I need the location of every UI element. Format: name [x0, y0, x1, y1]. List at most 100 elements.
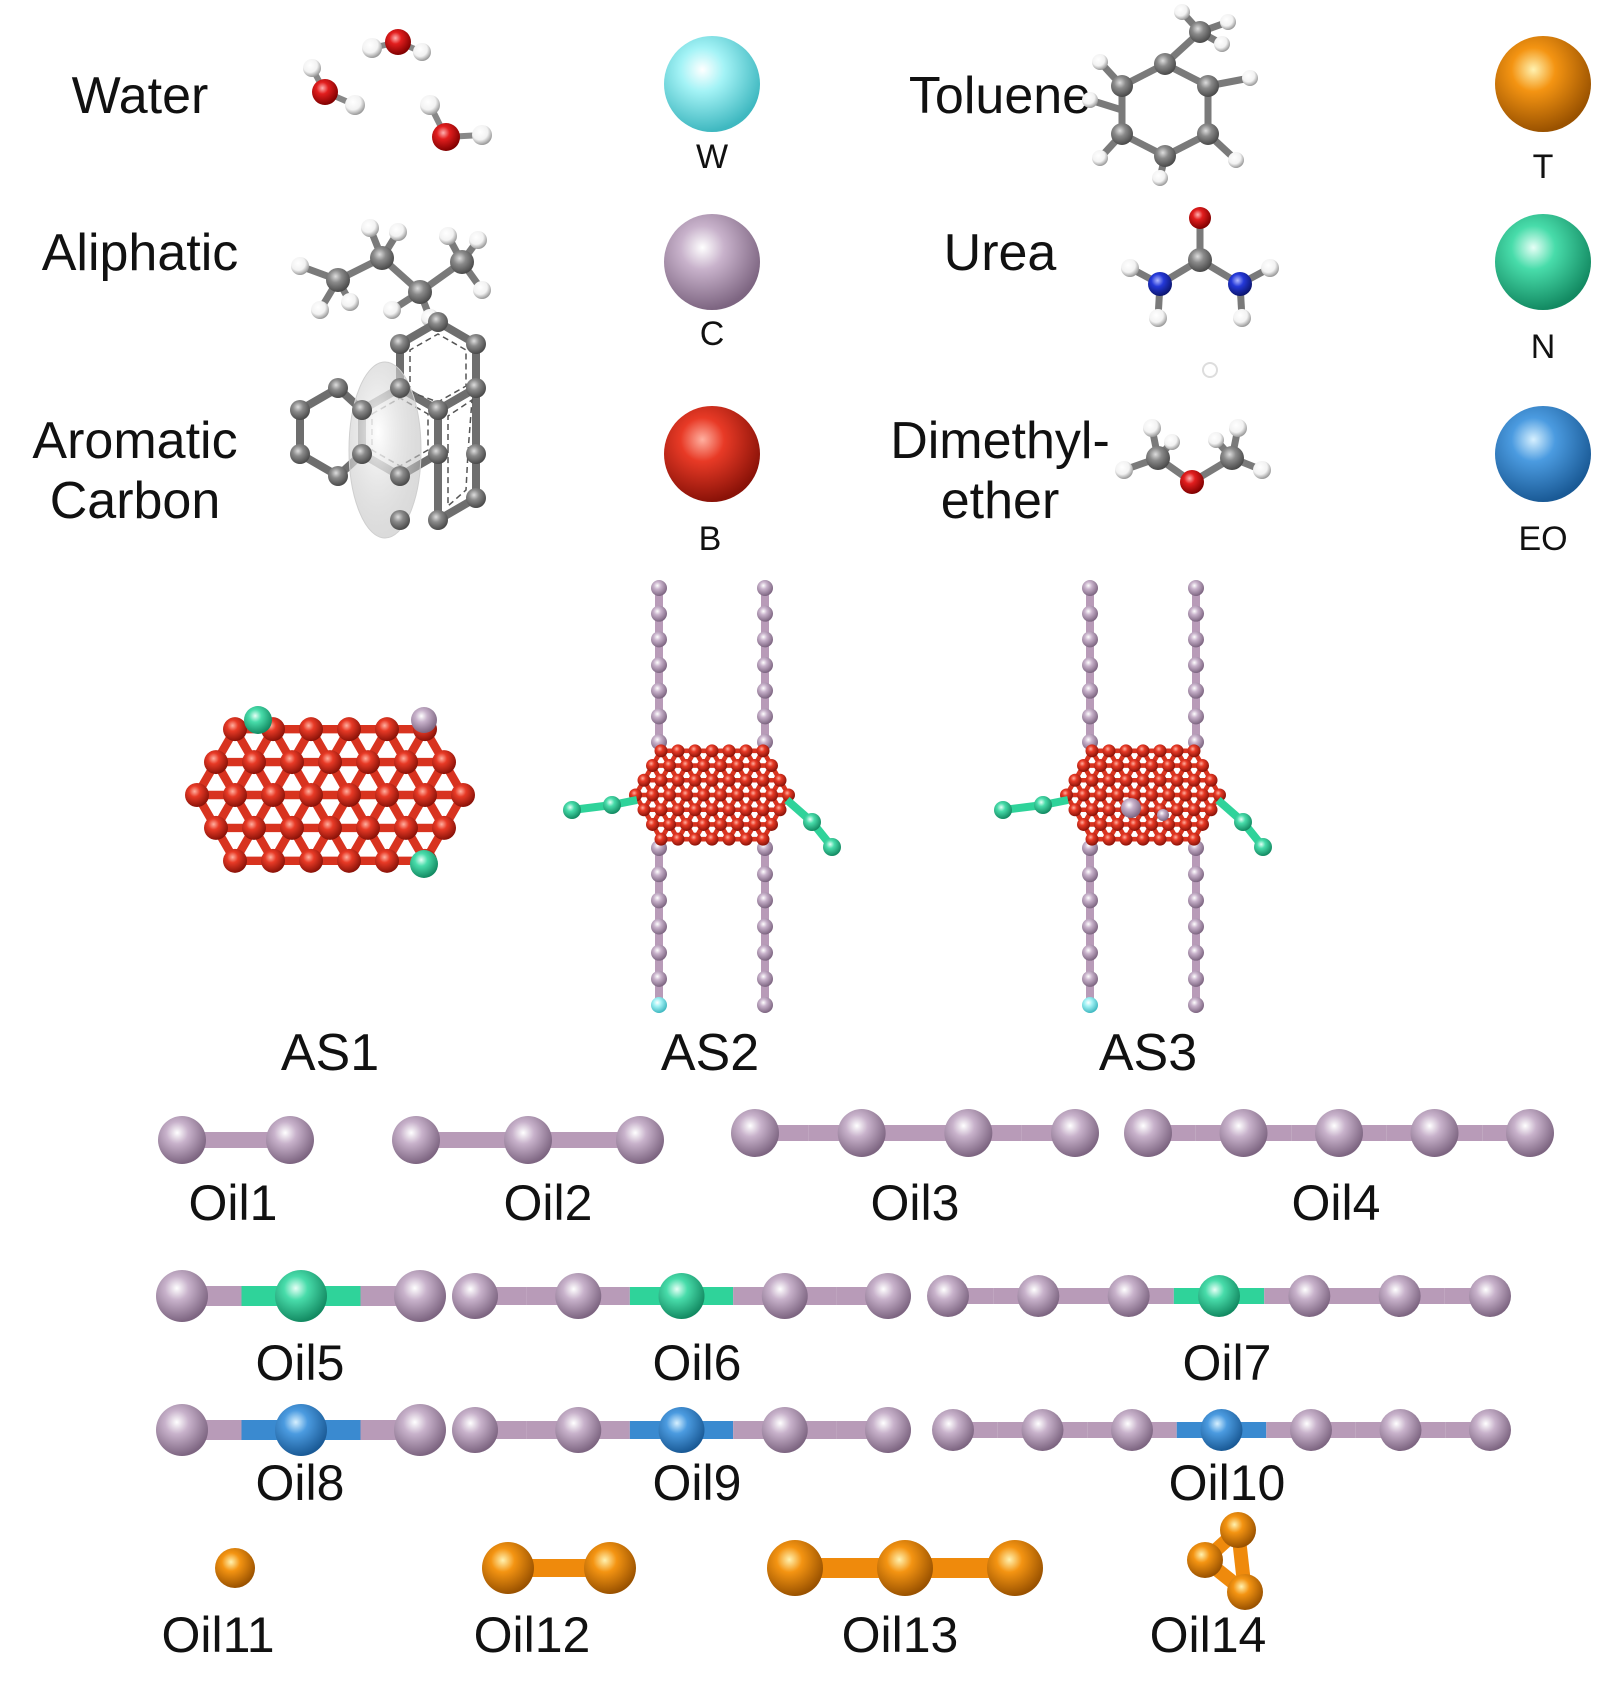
- bead: [1128, 817, 1141, 831]
- bead: [1034, 796, 1052, 814]
- bead: [1469, 1275, 1511, 1317]
- as1-label: AS1: [281, 1024, 379, 1082]
- bead: [280, 750, 304, 775]
- bead-t-icon: [1495, 36, 1591, 132]
- bead: [1136, 773, 1150, 787]
- bead-b-icon: [664, 406, 760, 502]
- bead: [242, 815, 266, 840]
- bead: [356, 815, 380, 840]
- bead: [651, 631, 667, 648]
- bead: [299, 783, 323, 807]
- bead: [944, 1109, 993, 1157]
- bead: [1077, 759, 1090, 773]
- bead: [756, 773, 770, 787]
- bead: [688, 773, 702, 787]
- bead: [375, 848, 399, 873]
- bead: [394, 815, 418, 840]
- bead: [773, 773, 787, 787]
- oil1-label: Oil1: [189, 1175, 278, 1231]
- bead: [1188, 892, 1204, 909]
- bead: [1082, 605, 1098, 622]
- bead: [1204, 773, 1218, 787]
- bead: [555, 1273, 602, 1319]
- bead: [411, 707, 437, 733]
- oil8-label: Oil8: [256, 1455, 345, 1511]
- bead: [156, 1404, 208, 1456]
- bead: [651, 580, 667, 596]
- bead: [452, 1273, 498, 1319]
- legend-name-aromatic-line2: Carbon: [50, 472, 221, 530]
- bead: [1153, 832, 1167, 846]
- bead: [757, 866, 773, 883]
- bead: [651, 708, 667, 725]
- bead: [223, 783, 247, 807]
- oil4-label: Oil4: [1292, 1175, 1381, 1231]
- legend-code-c: C: [700, 315, 725, 353]
- bead: [714, 759, 727, 773]
- bead: [1085, 803, 1099, 817]
- bead: [392, 1116, 440, 1164]
- bead: [394, 1404, 446, 1456]
- bead-n-icon: [1495, 214, 1591, 310]
- bead: [765, 817, 778, 831]
- bead: [1082, 866, 1098, 883]
- bead: [823, 838, 841, 856]
- bead: [1068, 773, 1082, 787]
- bead: [1506, 1109, 1554, 1157]
- bead: [1290, 1409, 1332, 1451]
- bead: [1102, 832, 1116, 846]
- bead: [654, 803, 668, 817]
- bead: [452, 1407, 498, 1453]
- bead: [748, 759, 761, 773]
- bead: [767, 1540, 823, 1596]
- bead: [299, 848, 323, 873]
- bead: [1179, 759, 1192, 773]
- oil7-label: Oil7: [1183, 1335, 1272, 1391]
- as3-label: AS3: [1099, 1024, 1197, 1082]
- bead: [185, 783, 209, 807]
- bead: [757, 892, 773, 909]
- bead: [739, 832, 753, 846]
- bead: [204, 750, 228, 775]
- bead: [865, 1273, 911, 1319]
- bead-w-icon: [664, 36, 760, 132]
- legend-code-b: B: [699, 520, 722, 558]
- bead: [697, 817, 710, 831]
- bead: [1188, 682, 1204, 699]
- bead: [739, 744, 753, 758]
- bead: [651, 944, 667, 961]
- oil14-label: Oil14: [1150, 1607, 1267, 1663]
- bead: [1200, 1409, 1243, 1451]
- bead: [603, 796, 621, 814]
- bead: [1410, 1109, 1459, 1157]
- as2-structure: [563, 580, 841, 1013]
- bead: [1188, 605, 1204, 622]
- bead: [410, 850, 438, 878]
- legend-name-water: Water: [72, 67, 209, 125]
- bead: [1187, 803, 1201, 817]
- bead: [671, 773, 685, 787]
- bead: [555, 1407, 602, 1453]
- bead: [1077, 788, 1090, 802]
- bead: [1188, 944, 1204, 961]
- bead: [688, 744, 702, 758]
- bead: [451, 783, 475, 807]
- bead: [739, 773, 753, 787]
- bead: [1124, 1109, 1172, 1157]
- bead: [1082, 918, 1098, 935]
- oil13-chain: [767, 1540, 1043, 1596]
- bead: [1288, 1275, 1331, 1317]
- bead: [1085, 773, 1099, 787]
- bead: [1082, 892, 1098, 909]
- bead: [1077, 817, 1090, 831]
- bead: [697, 788, 710, 802]
- bead: [616, 1116, 664, 1164]
- bead: [337, 717, 361, 742]
- bead: [1162, 817, 1175, 831]
- bead: [1119, 744, 1133, 758]
- bead: [1145, 788, 1158, 802]
- legend-code-n: N: [1531, 328, 1556, 366]
- bead: [1188, 708, 1204, 725]
- bead: [1162, 759, 1175, 773]
